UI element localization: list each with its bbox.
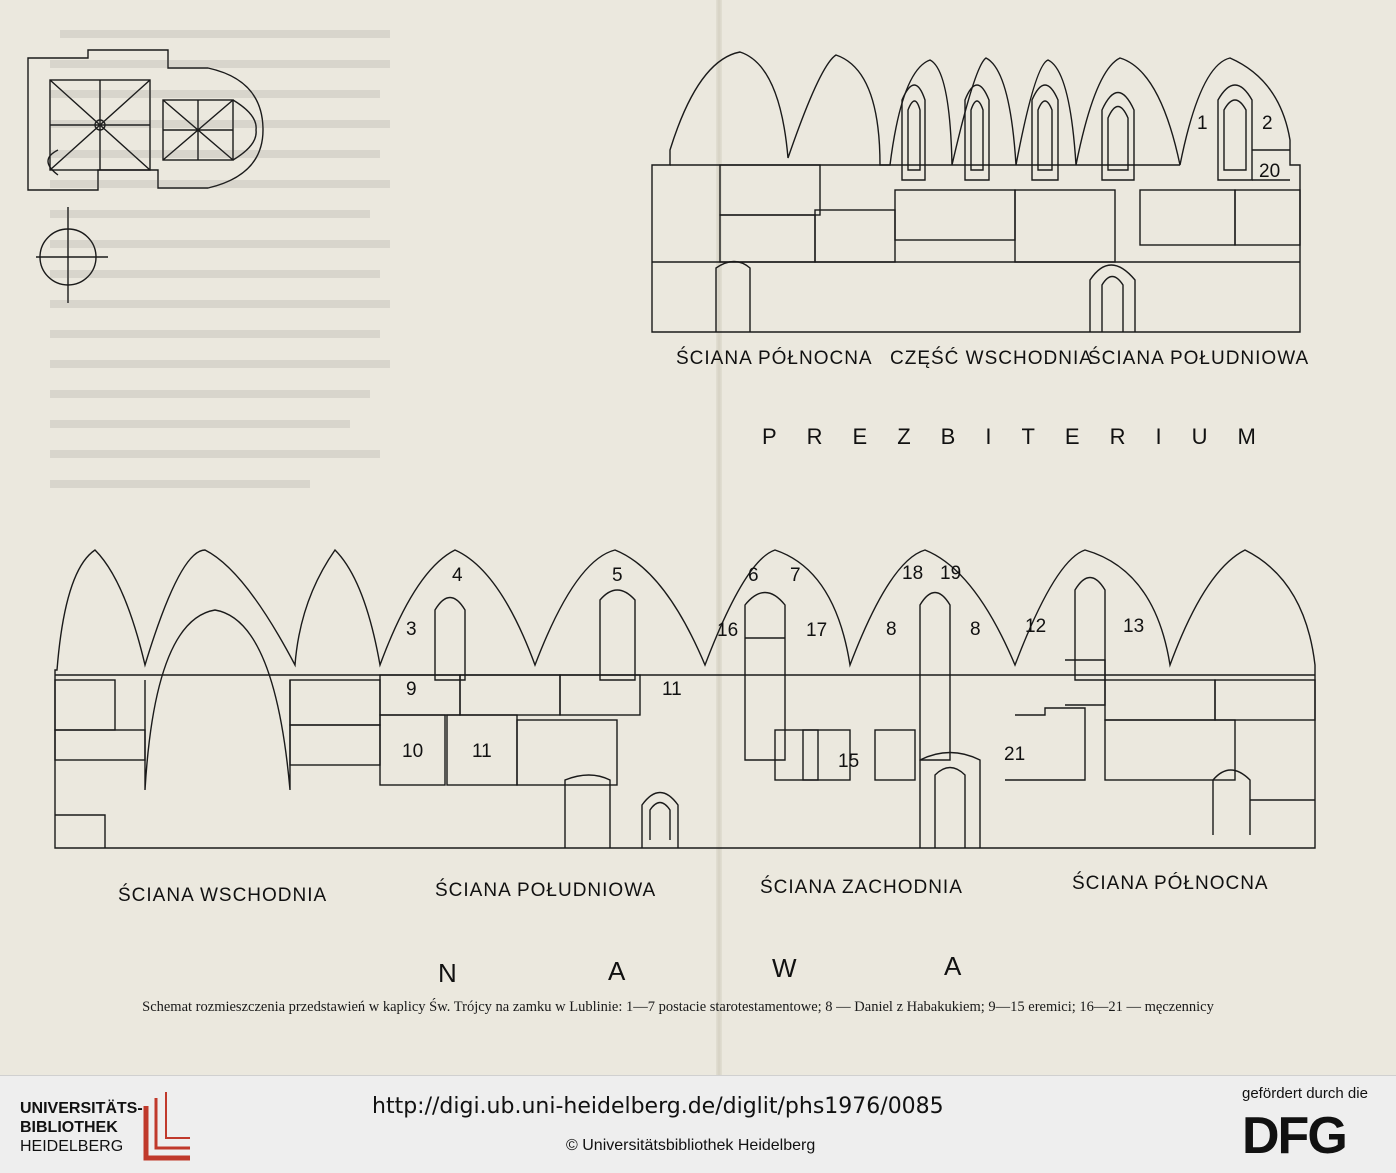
- copyright-text: © Universitätsbibliothek Heidelberg: [566, 1137, 816, 1154]
- nawa-title-letter: W: [772, 953, 797, 983]
- nawa-number-15: 15: [838, 751, 860, 772]
- dfg-logo[interactable]: DFG: [1242, 1107, 1348, 1165]
- nawa-number-12: 11: [662, 679, 682, 700]
- ub-heidelberg-logo[interactable]: UNIVERSITÄTS- BIBLIOTHEK HEIDELBERG: [20, 1099, 143, 1156]
- ub-logo-icon: [143, 1092, 190, 1161]
- prezbiterium-number-20: 20: [1259, 161, 1281, 182]
- nawa-number-19: 19: [940, 563, 962, 584]
- nawa-number-7: 7: [790, 565, 801, 586]
- logo-line: BIBLIOTHEK: [20, 1119, 118, 1136]
- nawa-number-9: 9: [406, 679, 417, 700]
- nawa-title-letter: N: [438, 958, 457, 988]
- nawa-number-4: 4: [452, 565, 463, 586]
- nawa-number-21: 21: [1004, 744, 1026, 765]
- nawa-number-17: 17: [806, 620, 828, 641]
- nawa-title-letter: A: [608, 956, 626, 986]
- nawa-number-18: 18: [902, 563, 924, 584]
- nawa-number-16: 16: [717, 620, 739, 641]
- nawa-wall-label: ŚCIANA POŁUDNIOWA: [435, 880, 657, 901]
- compass-icon: [36, 207, 108, 303]
- nawa-number-10: 10: [402, 741, 424, 762]
- nawa-number-11: 11: [472, 741, 492, 762]
- nawa-elevation: [54, 548, 1316, 849]
- nawa-number-8: 8: [970, 619, 981, 640]
- chapel-floor-plan: [27, 49, 264, 191]
- nawa-number-3: 3: [406, 619, 417, 640]
- nawa-wall-label: ŚCIANA PÓŁNOCNA: [1072, 873, 1269, 894]
- scanned-page: 1 2 20 ŚCIANA PÓŁNOCNA CZĘŚĆ WSCHODNIA Ś…: [27, 0, 1316, 1075]
- prezbiterium-title: PREZBITERIUM: [762, 424, 1286, 449]
- logo-line: UNIVERSITÄTS-: [20, 1100, 143, 1117]
- prezbiterium-wall-label: CZĘŚĆ WSCHODNIA: [890, 348, 1093, 369]
- print-through: [50, 30, 390, 488]
- prezbiterium-wall-label: ŚCIANA POŁUDNIOWA: [1088, 348, 1310, 369]
- nawa-wall-label: ŚCIANA ZACHODNIA: [760, 877, 963, 898]
- nawa-number-14: 13: [1123, 616, 1145, 637]
- prezbiterium-number-1: 1: [1197, 113, 1208, 134]
- logo-line: HEIDELBERG: [20, 1138, 124, 1155]
- permalink-url[interactable]: http://digi.ub.uni-heidelberg.de/diglit/…: [372, 1094, 944, 1119]
- nawa-number-5: 5: [612, 565, 623, 586]
- figure-caption: Schemat rozmieszczenia przedstawień w ka…: [142, 999, 1214, 1015]
- nawa-wall-label: ŚCIANA WSCHODNIA: [118, 885, 328, 906]
- dfg-funding-text: gefördert durch die: [1242, 1085, 1368, 1102]
- nawa-number-8: 8: [886, 619, 897, 640]
- prezbiterium-wall-label: ŚCIANA PÓŁNOCNA: [676, 348, 873, 369]
- nawa-title-letter: A: [944, 951, 962, 981]
- footer-bar: UNIVERSITÄTS- BIBLIOTHEK HEIDELBERG http…: [0, 1075, 1396, 1173]
- nawa-number-13: 12: [1025, 616, 1047, 637]
- page-fold: [716, 0, 722, 1075]
- nawa-number-6: 6: [748, 565, 759, 586]
- prezbiterium-elevation: [651, 51, 1301, 333]
- prezbiterium-number-2: 2: [1262, 113, 1273, 134]
